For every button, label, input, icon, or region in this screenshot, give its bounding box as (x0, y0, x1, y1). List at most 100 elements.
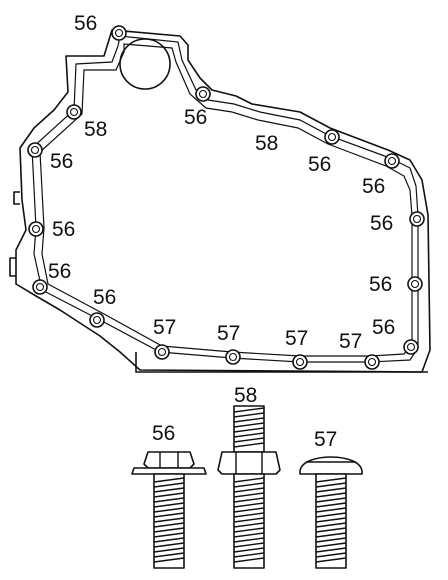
thread-line (153, 547, 185, 553)
thread-line (153, 542, 185, 548)
bolt-hole-inner (228, 352, 238, 362)
thread-line (315, 542, 347, 548)
thread-line (233, 512, 265, 518)
bolt-hole-inner (198, 89, 208, 99)
bolt-hole-inner (35, 282, 45, 292)
bolt-hole-inner (410, 279, 420, 289)
thread-line (233, 487, 265, 493)
thread-line (153, 477, 185, 483)
bolt-hole-inner (327, 132, 337, 142)
callout-label: 56 (48, 260, 71, 283)
thread-line (153, 512, 185, 518)
callout-label: 56 (370, 212, 393, 235)
thread-line (233, 527, 265, 533)
cover-base-flange (135, 352, 428, 373)
thread-line (153, 497, 185, 503)
thread-line (315, 532, 347, 538)
thread-line (233, 532, 265, 538)
thread-line (153, 482, 185, 488)
thread-line (315, 507, 347, 513)
bolt-label: 57 (314, 428, 337, 451)
callout-label: 56 (369, 273, 392, 296)
callout-label: 56 (74, 12, 97, 35)
thread-line (315, 512, 347, 518)
bolt-hole-inner (387, 156, 397, 166)
thread-line (233, 542, 265, 548)
thread-line (233, 522, 265, 528)
thread-line (153, 532, 185, 538)
thread-line (233, 482, 265, 488)
bolt-58-lower-threads (233, 477, 265, 563)
thread-line (315, 492, 347, 498)
callout-label: 57 (217, 322, 240, 345)
thread-line (153, 492, 185, 498)
callout-label: 58 (84, 118, 107, 141)
callout-label: 57 (285, 327, 308, 350)
thread-line (233, 492, 265, 498)
callout-label: 56 (50, 150, 73, 173)
thread-line (153, 502, 185, 508)
callout-label: 56 (372, 316, 395, 339)
thread-line (233, 417, 265, 423)
gasket-outer-line (31, 35, 419, 363)
bolt-hole-inner (114, 28, 124, 38)
bolt-58: 58 (217, 384, 281, 569)
callout-labels: 56 56 58 58 56 56 56 56 56 56 56 56 56 5… (48, 12, 395, 353)
bolt-hole-inner (157, 347, 167, 357)
callout-label: 56 (362, 175, 385, 198)
gasket-bead (31, 35, 419, 363)
thread-line (153, 507, 185, 513)
bolt-hole-inner (367, 357, 377, 367)
gasket-inner-line (39, 43, 413, 357)
bolt-56-hex-head (143, 451, 195, 469)
thread-line (315, 482, 347, 488)
callout-label: 58 (255, 132, 278, 155)
bolt-hole-inner (69, 107, 79, 117)
thread-line (315, 517, 347, 523)
callout-label: 57 (153, 316, 176, 339)
thread-line (233, 422, 265, 428)
thread-line (315, 537, 347, 543)
thread-line (233, 407, 265, 413)
bolt-hole-inner (31, 224, 41, 234)
callout-label: 56 (52, 218, 75, 241)
thread-line (315, 522, 347, 528)
bolt-hole-inner (412, 214, 422, 224)
thread-line (233, 552, 265, 558)
bolt-58-upper-threads (233, 407, 265, 448)
thread-line (233, 507, 265, 513)
thread-line (233, 437, 265, 443)
thread-line (153, 537, 185, 543)
thread-line (315, 487, 347, 493)
thread-line (233, 517, 265, 523)
thread-line (233, 557, 265, 563)
bolt-hole-inner (295, 357, 305, 367)
thread-line (233, 497, 265, 503)
bolt-56-threads (153, 477, 185, 563)
cover-side-step (9, 257, 16, 277)
thread-line (233, 432, 265, 438)
thread-line (315, 552, 347, 558)
bolt-56-flange (131, 467, 207, 475)
thread-line (233, 427, 265, 433)
bolt-holes (27, 25, 425, 370)
bolt-hole-inner (30, 145, 40, 155)
cover-boss-circle (119, 38, 171, 90)
callout-label: 56 (308, 153, 331, 176)
bolt-57-round-head (299, 456, 363, 475)
callout-label: 56 (93, 286, 116, 309)
thread-line (315, 527, 347, 533)
bolt-56: 56 (131, 422, 207, 569)
thread-line (315, 502, 347, 508)
thread-line (233, 502, 265, 508)
bolt-label: 58 (234, 384, 257, 407)
thread-line (315, 497, 347, 503)
thread-line (315, 477, 347, 483)
cover-side-tab (13, 191, 20, 205)
thread-line (233, 537, 265, 543)
bolt-label: 56 (152, 422, 175, 445)
thread-line (233, 442, 265, 448)
thread-line (153, 487, 185, 493)
bolt-hole-inner (92, 315, 102, 325)
bolt-hole-inner (406, 342, 416, 352)
